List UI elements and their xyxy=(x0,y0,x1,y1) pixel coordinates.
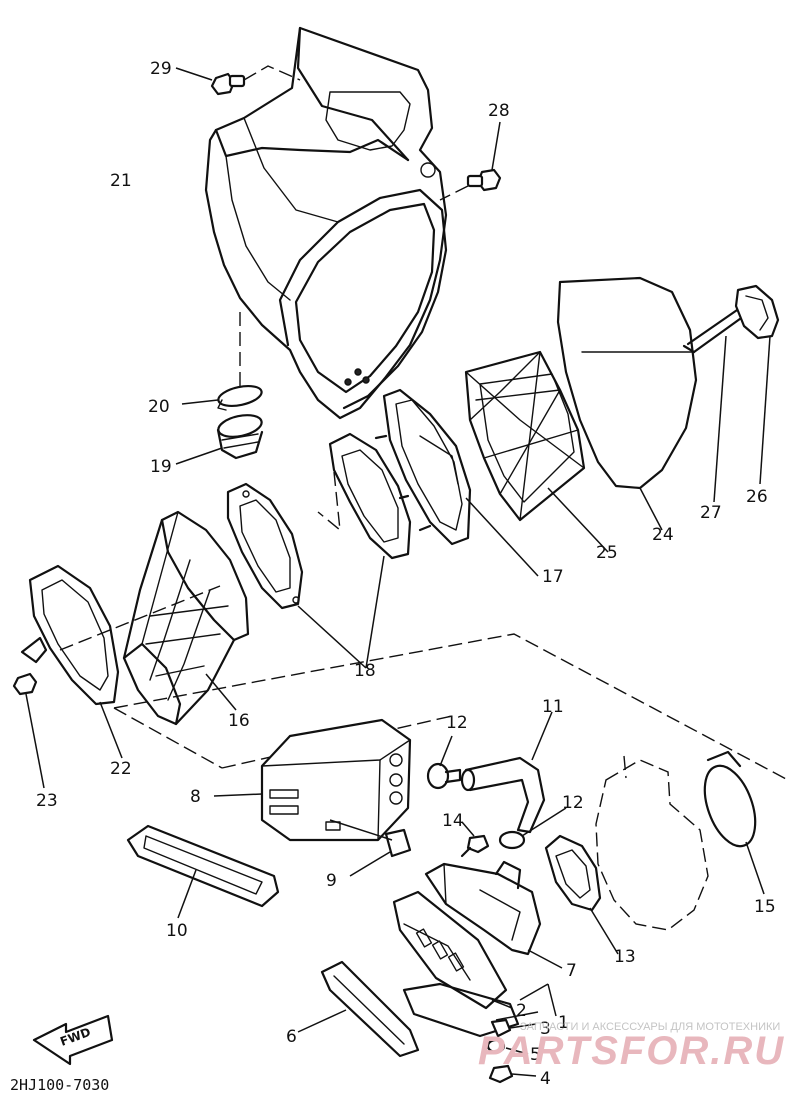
part-26-wing-nut xyxy=(734,284,780,485)
callout-28: 28 xyxy=(488,101,510,121)
callout-2: 2 xyxy=(516,1001,527,1021)
part-17-filter-guide xyxy=(374,388,539,577)
part-12-clamp-lower xyxy=(498,807,567,850)
part-20-clamp xyxy=(181,308,263,411)
callout-16: 16 xyxy=(228,711,250,731)
callout-23: 23 xyxy=(36,791,58,811)
part-29-bolt xyxy=(175,65,301,96)
callout-18: 18 xyxy=(354,661,376,681)
part-18-gasket-rear xyxy=(297,432,412,669)
part-5-washer xyxy=(486,1038,529,1055)
part-21-air-box xyxy=(204,26,448,420)
callout-21: 21 xyxy=(110,171,132,191)
callout-11: 11 xyxy=(542,697,564,717)
part-11-hose xyxy=(460,711,553,834)
part-24-filter-element xyxy=(556,276,698,531)
part-22-plate xyxy=(20,564,221,759)
callout-labels: 29 28 21 20 19 26 27 24 25 17 18 16 12 1… xyxy=(36,59,776,1089)
part-18-gasket-front xyxy=(226,482,304,610)
part-28-bolt xyxy=(439,121,502,201)
part-16-duct xyxy=(122,510,250,726)
part-4-screw xyxy=(488,1064,537,1084)
callout-14: 14 xyxy=(442,811,464,831)
part-9-label xyxy=(329,819,412,877)
callout-27: 27 xyxy=(700,503,722,523)
callout-29: 29 xyxy=(150,59,172,79)
callout-19: 19 xyxy=(150,457,172,477)
part-27-bolt xyxy=(682,306,746,503)
watermark: ЗАПЧАСТИ И АКСЕССУАРЫ ДЛЯ МОТОТЕХНИКИ PA… xyxy=(478,1021,785,1073)
callout-5: 5 xyxy=(530,1045,541,1065)
part-10-strap xyxy=(126,824,280,919)
callout-20: 20 xyxy=(148,397,170,417)
part-1-bracket xyxy=(519,983,557,1017)
callout-25: 25 xyxy=(596,543,618,563)
callout-9: 9 xyxy=(326,871,337,891)
callout-12-upper: 12 xyxy=(446,713,468,733)
diagram-code: 2HJ100-7030 xyxy=(10,1076,109,1094)
part-14-bolt xyxy=(460,821,490,858)
callout-4: 4 xyxy=(540,1069,551,1089)
part-12-clamp-upper xyxy=(426,735,462,790)
fwd-arrow-icon: FWD xyxy=(32,1014,114,1066)
callout-6: 6 xyxy=(286,1027,297,1047)
callout-3: 3 xyxy=(540,1019,551,1039)
assembly-boundary xyxy=(113,633,789,781)
watermark-subtitle: ЗАПЧАСТИ И АКСЕССУАРЫ ДЛЯ МОТОТЕХНИКИ xyxy=(520,1021,780,1033)
callout-10: 10 xyxy=(166,921,188,941)
carburetor-outline xyxy=(595,755,709,931)
callout-7: 7 xyxy=(566,961,577,981)
part-3-stopper xyxy=(490,1018,537,1038)
callout-15: 15 xyxy=(754,897,776,917)
part-2-reed-valve xyxy=(392,890,539,1038)
part-7-manifold xyxy=(424,860,563,969)
callout-17: 17 xyxy=(542,567,564,587)
callout-24: 24 xyxy=(652,525,674,545)
callout-1: 1 xyxy=(558,1013,569,1033)
part-19-joint xyxy=(175,414,264,465)
part-6-gasket xyxy=(297,960,420,1058)
part-25-filter-cage xyxy=(464,350,609,553)
callout-8: 8 xyxy=(190,787,201,807)
part-23-nut xyxy=(12,672,45,789)
callout-22: 22 xyxy=(110,759,132,779)
callout-13: 13 xyxy=(614,947,636,967)
callout-26: 26 xyxy=(746,487,768,507)
part-8-case xyxy=(213,718,412,842)
callout-12-lower: 12 xyxy=(562,793,584,813)
part-13-carb-joint xyxy=(544,834,619,955)
watermark-brand: PARTSFOR.RU xyxy=(478,1029,785,1073)
part-15-clamp-band xyxy=(703,750,765,895)
